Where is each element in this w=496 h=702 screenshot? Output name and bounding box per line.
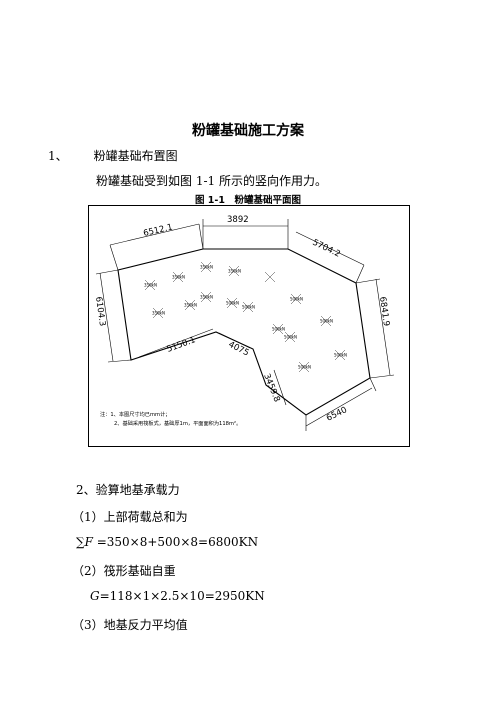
item-3: （3）地基反力平均值 (72, 618, 188, 632)
load-point: 350kN (172, 271, 185, 283)
section-2-text: 验算地基承载力 (95, 483, 180, 497)
load-point: 350kN (200, 291, 213, 303)
dim-left: 6104.3 (93, 296, 107, 327)
figure-note-2: 2、基础采用筏板式，基础厚1m，平面面积为118m²。 (114, 419, 241, 427)
dimension-lines (95, 219, 395, 431)
dim-bottom-left: 5150.1 (166, 335, 197, 355)
equation-1-symbol: F (84, 535, 93, 549)
figure-caption: 图 1-1 粉罐基础平面图 (195, 195, 301, 206)
svg-text:350kN: 350kN (200, 265, 213, 270)
section-2-number: 2、 (76, 483, 96, 497)
load-point: 350kN (200, 261, 213, 273)
figure-notes: 注：1、本图尺寸均已mm计； 2、基础采用筏板式，基础厚1m，平面面积为118m… (100, 410, 241, 427)
svg-text:350kN: 350kN (228, 269, 241, 274)
section-1-number: 1、 (48, 149, 68, 163)
document-title: 粉罐基础施工方案 (192, 123, 304, 139)
foundation-plan-drawing: 6512.1 3892 5704.2 6841.9 6104.3 5150.1 … (88, 205, 410, 447)
dim-top-left: 6512.1 (142, 222, 173, 238)
svg-text:350kN: 350kN (152, 311, 165, 316)
svg-text:350kN: 350kN (172, 275, 185, 280)
dim-top-mid: 3892 (227, 215, 249, 225)
dim-right: 6841.9 (377, 296, 391, 327)
load-point: 350kN (144, 279, 157, 291)
load-point: 500kN (226, 297, 239, 309)
load-points: 350kN 350kN 350kN 350kN 350kN 350kN 350k… (144, 261, 347, 373)
equation-1: ∑F =350×8+500×8=6800KN (76, 535, 258, 549)
equation-2: G=118×1×2.5×10=2950KN (90, 589, 265, 603)
svg-text:500kN: 500kN (334, 353, 347, 358)
load-point: 500kN (320, 315, 333, 327)
svg-text:500kN: 500kN (298, 365, 311, 370)
paragraph-1: 粉罐基础受到如图 1-1 所示的竖向作用力。 (96, 174, 327, 188)
section-1-heading: 1、 粉罐基础布置图 (48, 147, 178, 164)
svg-text:500kN: 500kN (284, 335, 297, 340)
svg-text:500kN: 500kN (226, 301, 239, 306)
section-2-heading: 2、验算地基承载力 (76, 481, 180, 498)
sum-symbol: ∑ (76, 535, 85, 549)
item-1: （1）上部荷载总和为 (72, 510, 188, 524)
dim-bottom-diag: 3459.8 (261, 372, 281, 403)
load-point: 350kN (228, 265, 241, 277)
load-point: 500kN (272, 323, 285, 335)
dim-bottom-right: 6540 (325, 405, 349, 423)
svg-text:500kN: 500kN (320, 319, 333, 324)
dim-bottom-mid: 4075 (227, 340, 251, 359)
figure-frame (88, 205, 410, 447)
equation-2-expression: =118×1×2.5×10=2950KN (99, 589, 265, 603)
foundation-plan-figure: 6512.1 3892 5704.2 6841.9 6104.3 5150.1 … (88, 205, 410, 447)
figure-note-1: 注：1、本图尺寸均已mm计； (100, 410, 170, 418)
svg-text:500kN: 500kN (272, 327, 285, 332)
svg-text:350kN: 350kN (184, 303, 197, 308)
svg-text:500kN: 500kN (290, 297, 303, 302)
load-point: 500kN (334, 349, 347, 361)
svg-text:350kN: 350kN (144, 283, 157, 288)
dimension-labels: 6512.1 3892 5704.2 6841.9 6104.3 5150.1 … (93, 215, 391, 424)
load-point: 500kN (284, 331, 297, 343)
svg-text:350kN: 350kN (200, 295, 213, 300)
load-point: 350kN (152, 307, 165, 319)
section-1-text: 粉罐基础布置图 (93, 149, 178, 163)
load-point: 500kN (242, 301, 255, 313)
equation-2-symbol: G (90, 589, 100, 603)
load-point: 500kN (290, 293, 303, 305)
equation-1-expression: =350×8+500×8=6800KN (92, 535, 259, 549)
svg-text:500kN: 500kN (242, 305, 255, 310)
dim-top-right: 5704.2 (311, 238, 342, 260)
foundation-outline (117, 248, 371, 416)
load-point: 350kN (184, 299, 197, 311)
load-point: 500kN (298, 361, 311, 373)
load-point (264, 271, 276, 283)
item-2: （2）筏形基础自重 (72, 564, 176, 578)
